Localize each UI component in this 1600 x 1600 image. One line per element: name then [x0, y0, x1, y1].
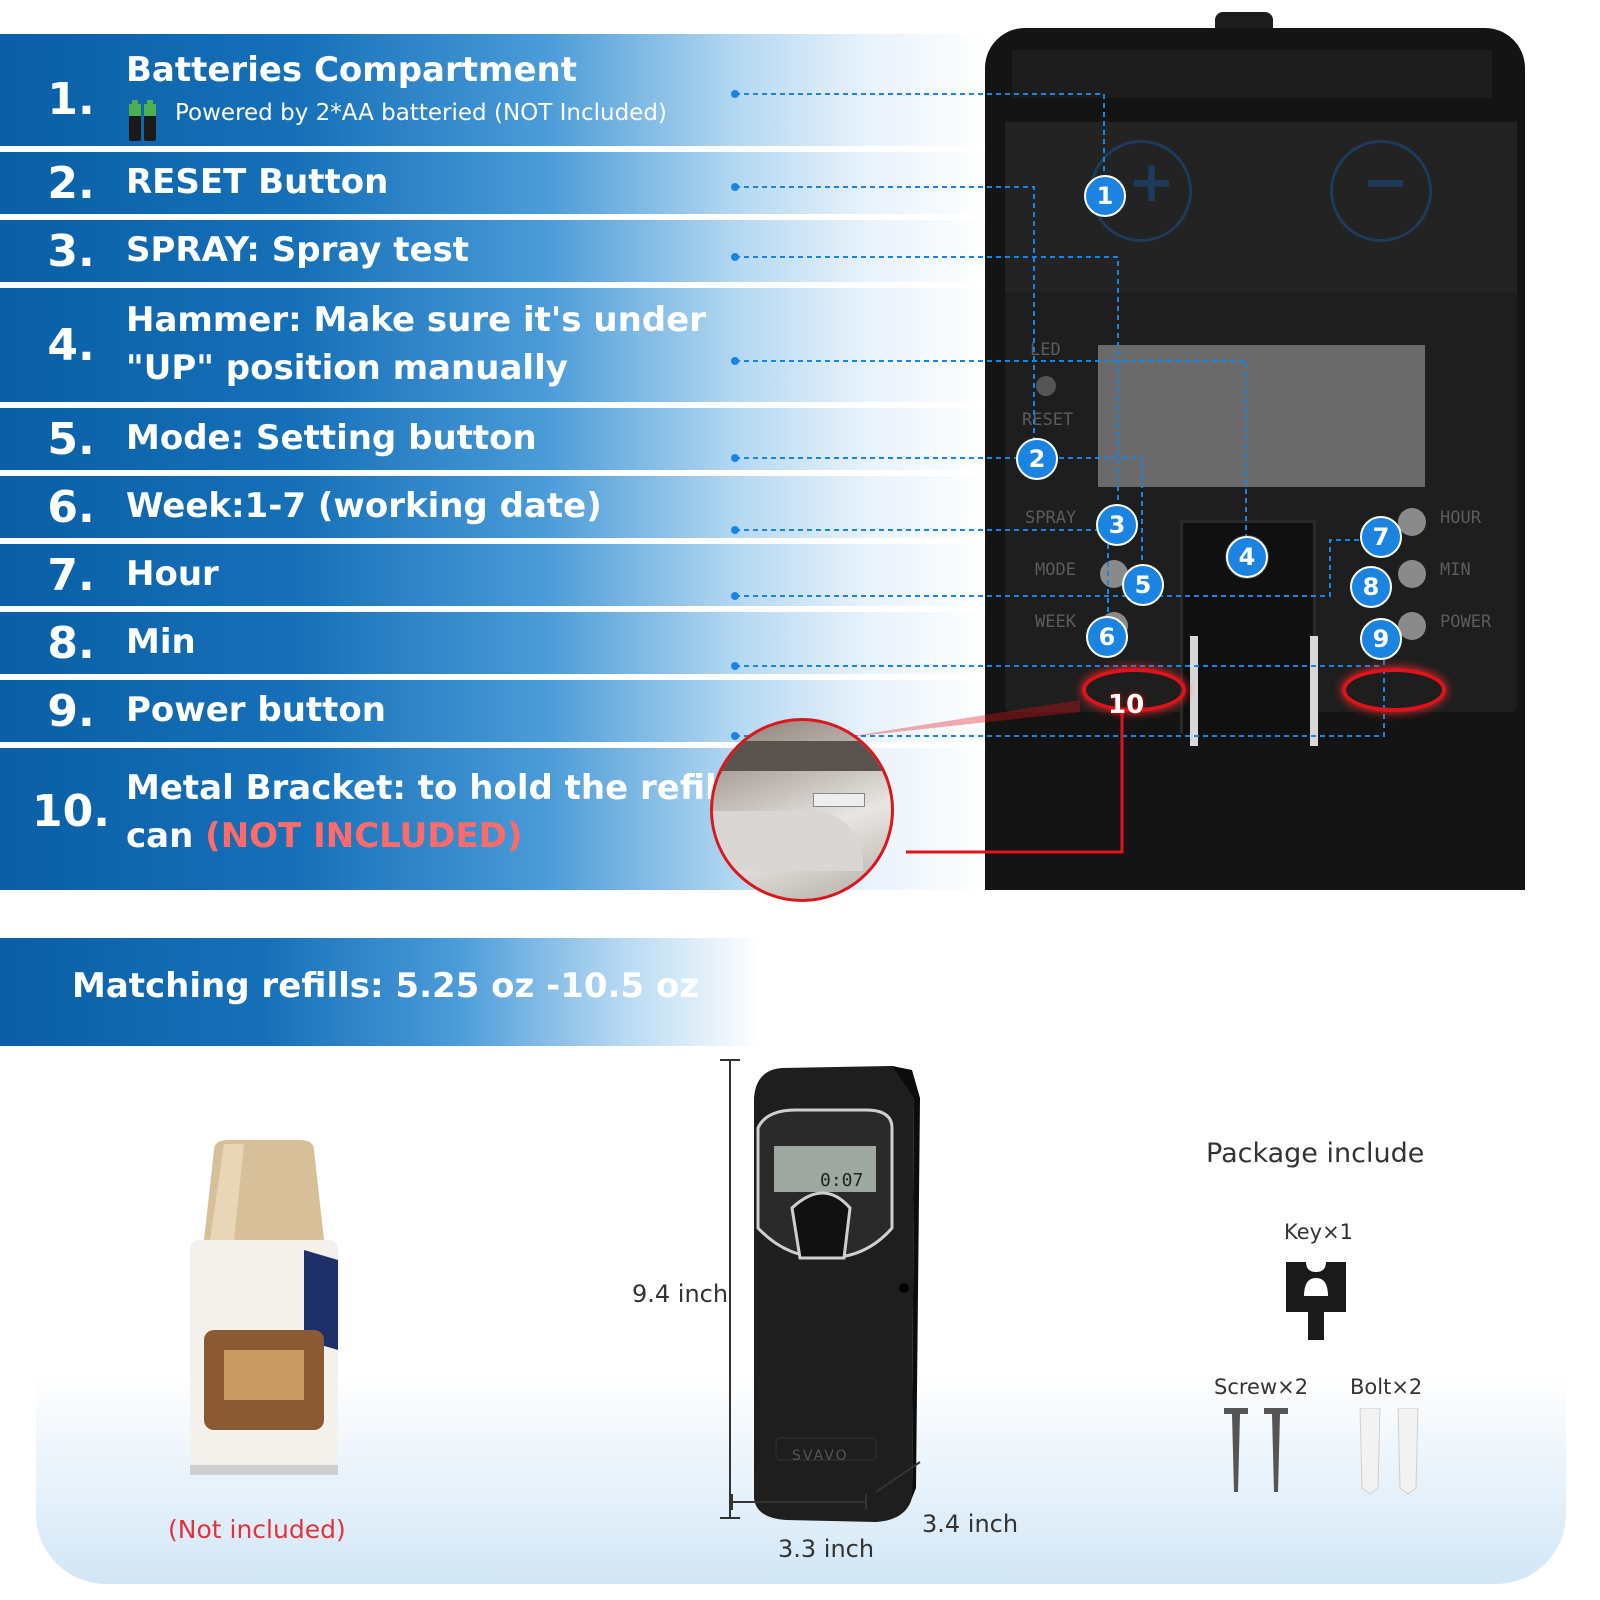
plus-icon: +	[1128, 150, 1175, 215]
led-indicator	[1036, 376, 1056, 396]
minus-icon: −	[1362, 150, 1409, 215]
feature-number: 9.	[47, 686, 95, 737]
marker-3: 3	[1096, 504, 1138, 546]
device-brand: SVAVO	[792, 1448, 849, 1464]
feature-label: Mode: Setting button	[126, 418, 537, 458]
bracket-not-included: (NOT INCLUDED)	[205, 816, 523, 856]
marker-2: 2	[1016, 438, 1058, 480]
marker-8: 8	[1350, 566, 1392, 608]
feature-label-line1: Metal Bracket: to hold the refill	[126, 768, 729, 808]
bracket-label-prefix: can	[126, 816, 194, 856]
feature-number: 8.	[47, 618, 95, 669]
battery-not-included: (NOT Included)	[493, 100, 667, 126]
feature-label-line1: Hammer: Make sure it's under	[126, 300, 706, 340]
feature-row-5: 5. Mode: Setting button	[0, 408, 990, 470]
feature-label: SPRAY: Spray test	[126, 230, 470, 270]
bracket-zoom-photo	[710, 718, 894, 902]
height-dimension: 9.4 inch	[632, 1280, 729, 1308]
min-button[interactable]	[1398, 560, 1426, 588]
minus-ring	[1330, 140, 1432, 242]
feature-row-2: 2. RESET Button	[0, 152, 990, 214]
feature-row-1: 1. Batteries Compartment Powered by 2*AA…	[0, 34, 990, 146]
feature-number: 4.	[47, 320, 95, 371]
power-button[interactable]	[1398, 612, 1426, 640]
air-freshener-device	[720, 1059, 921, 1522]
mode-label: MODE	[1035, 560, 1076, 580]
hour-button[interactable]	[1398, 508, 1426, 536]
feature-label-line2: "UP" position manually	[126, 348, 568, 388]
device-lcd-time: 0:07	[820, 1170, 864, 1191]
screw-label: Screw×2	[1214, 1375, 1309, 1399]
feature-label: Week:1-7 (working date)	[126, 486, 602, 526]
marker-1: 1	[1084, 175, 1126, 217]
feature-label: Batteries Compartment	[126, 50, 577, 90]
battery-icon	[129, 100, 156, 141]
bracket-highlight-right	[1342, 668, 1446, 712]
battery-note: Powered by 2*AA batteried	[175, 100, 487, 126]
bracket-highlight-left	[1082, 668, 1186, 712]
feature-sub: Powered by 2*AA batteried (NOT Included)	[175, 100, 667, 126]
marker-10: 10	[1108, 690, 1145, 720]
metal-rod-right	[1310, 636, 1318, 746]
feature-row-8: 8. Min	[0, 612, 990, 674]
marker-9: 9	[1360, 618, 1402, 660]
feature-row-3: 3. SPRAY: Spray test	[0, 220, 990, 282]
feature-number: 7.	[47, 550, 95, 601]
feature-number: 2.	[47, 158, 95, 209]
feature-number: 3.	[47, 226, 95, 277]
feature-label: Min	[126, 622, 196, 662]
lcd-screen	[1098, 345, 1425, 487]
marker-4: 4	[1226, 536, 1268, 578]
feature-label: Power button	[126, 690, 386, 730]
key-icon	[1286, 1262, 1346, 1340]
led-label: LED	[1030, 340, 1061, 360]
battery-compartment	[1012, 50, 1492, 98]
device-top-knob	[1215, 12, 1273, 32]
feature-label: Hour	[126, 554, 219, 594]
refill-can-image	[190, 1140, 338, 1475]
marker-5: 5	[1122, 564, 1164, 606]
feature-label: RESET Button	[126, 162, 389, 202]
hour-label: HOUR	[1440, 508, 1481, 528]
key-label: Key×1	[1284, 1220, 1354, 1244]
refill-banner: Matching refills: 5.25 oz -10.5 oz	[0, 938, 760, 1046]
feature-row-4: 4. Hammer: Make sure it's under "UP" pos…	[0, 288, 990, 402]
screw-icon	[1224, 1408, 1288, 1492]
min-label: MIN	[1440, 560, 1471, 580]
power-label: POWER	[1440, 612, 1492, 632]
bolt-icon	[1359, 1408, 1419, 1495]
leader-lines	[731, 90, 1385, 854]
metal-rod-left	[1190, 636, 1198, 746]
width-dimension: 3.3 inch	[778, 1535, 875, 1563]
feature-number: 5.	[47, 414, 95, 465]
feature-number: 10.	[32, 786, 110, 837]
depth-dimension: 3.4 inch	[922, 1510, 1019, 1538]
feature-number: 6.	[47, 482, 95, 533]
marker-7: 7	[1360, 516, 1402, 558]
refill-not-included-caption: (Not included)	[168, 1515, 346, 1544]
spray-label: SPRAY	[1025, 508, 1077, 528]
feature-label-line2: can (NOT INCLUDED)	[126, 812, 522, 860]
package-title: Package include	[1206, 1138, 1425, 1169]
feature-number: 1.	[47, 74, 95, 125]
marker-6: 6	[1086, 616, 1128, 658]
refill-banner-text: Matching refills: 5.25 oz -10.5 oz	[72, 966, 700, 1006]
week-label: WEEK	[1035, 612, 1076, 632]
feature-row-6: 6. Week:1-7 (working date)	[0, 476, 990, 538]
bolt-label: Bolt×2	[1350, 1375, 1423, 1399]
